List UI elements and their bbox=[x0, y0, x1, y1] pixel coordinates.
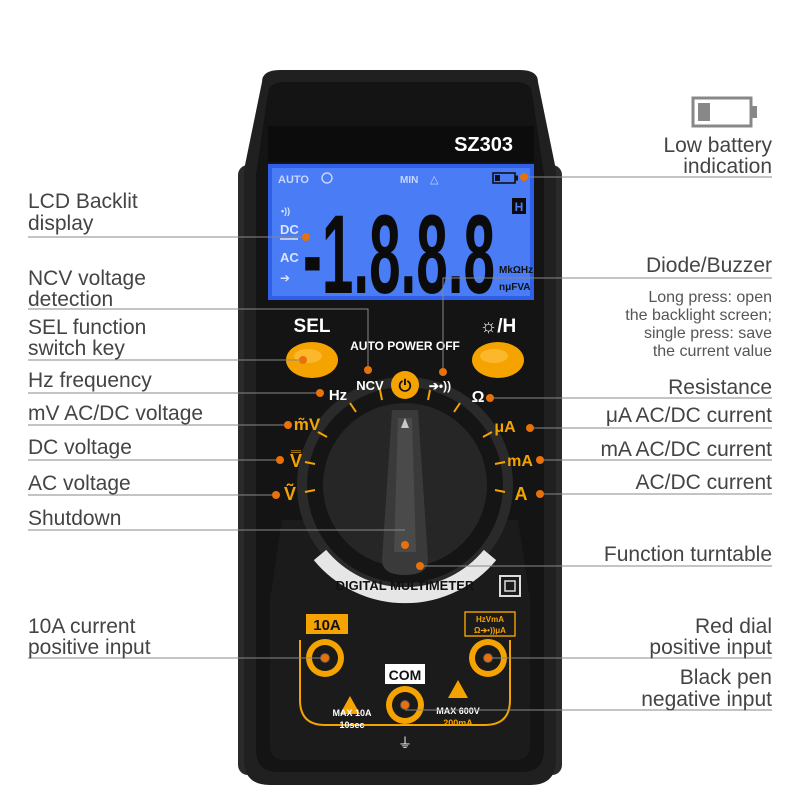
max-600v: MAX 600V bbox=[436, 706, 480, 716]
sel-label: SEL bbox=[294, 316, 331, 337]
lcd-digits: -1.8.8.8 bbox=[303, 192, 495, 317]
timer-icon bbox=[321, 172, 333, 184]
label-ua: μA AC/DC current bbox=[606, 404, 772, 427]
auto-power-off: AUTO POWER OFF bbox=[350, 339, 460, 353]
double-insulation-icon bbox=[499, 575, 521, 597]
dial-ma: mA bbox=[507, 453, 533, 470]
label-sel-2: switch key bbox=[28, 337, 125, 360]
ground-icon: ⏚ bbox=[398, 735, 412, 751]
power-icon bbox=[391, 371, 419, 399]
label-ncv-2: detection bbox=[28, 288, 113, 311]
lcd-units-1: MkΩHz bbox=[499, 265, 533, 276]
lcd-min: MIN bbox=[400, 175, 418, 186]
function-dial[interactable] bbox=[297, 377, 513, 604]
label-dc-v: DC voltage bbox=[28, 436, 132, 459]
dial-mv: m̃V bbox=[294, 415, 321, 434]
lcd-auto: AUTO bbox=[278, 174, 309, 186]
label-diode: Diode/Buzzer bbox=[646, 254, 772, 277]
lcd-screen: AUTO MIN △ •)) DC AC ➔ -1.8.8.8 H MkΩHz … bbox=[268, 164, 534, 317]
label-ncv-1: NCV voltage bbox=[28, 267, 146, 290]
model-bar bbox=[268, 126, 534, 162]
label-sel-1: SEL function bbox=[28, 316, 146, 339]
light-hold-label: ☼/H bbox=[480, 316, 516, 337]
ma-200: 200mA bbox=[443, 718, 473, 728]
label-turntable: Function turntable bbox=[604, 543, 772, 566]
label-mv: mV AC/DC voltage bbox=[28, 402, 203, 425]
label-ac-dc-current: AC/DC current bbox=[635, 471, 772, 494]
dial-v-ac: Ṽ bbox=[284, 483, 296, 504]
dial-ring-text: DIGITAL MULTIMETER bbox=[336, 578, 475, 593]
max-10a: MAX 10A bbox=[332, 708, 372, 718]
label-shutdown: Shutdown bbox=[28, 507, 121, 530]
lcd-ac: AC bbox=[280, 250, 299, 265]
port-10a-label: 10A bbox=[313, 617, 341, 634]
leader-lines bbox=[28, 173, 772, 711]
label-lcd-2: display bbox=[28, 212, 94, 235]
label-ac-v: AC voltage bbox=[28, 472, 131, 495]
dial-ohm: Ω bbox=[472, 389, 485, 406]
label-lcd-1: LCD Backlit bbox=[28, 190, 138, 213]
ten-sec: 10sec bbox=[339, 720, 364, 730]
label-resistance: Resistance bbox=[668, 376, 772, 399]
dial-ua: μA bbox=[494, 419, 516, 436]
low-battery-icon bbox=[691, 96, 757, 128]
dial-ncv: NCV bbox=[356, 378, 384, 393]
label-battery-1: Low battery bbox=[663, 134, 772, 157]
dial-hz: Hz bbox=[329, 387, 347, 404]
lcd-delta: △ bbox=[430, 174, 439, 186]
svg-text:⏻: ⏻ bbox=[399, 378, 412, 395]
lcd-sound: •)) bbox=[281, 206, 290, 216]
port-com-label: COM bbox=[389, 667, 422, 683]
label-hz: Hz frequency bbox=[28, 369, 152, 392]
label-diode-desc-3: single press: save bbox=[644, 325, 772, 342]
lcd-dc: DC bbox=[280, 222, 299, 237]
dial-a: A bbox=[515, 484, 528, 504]
warning-icon-left bbox=[340, 696, 360, 714]
diode-symbol: ➔ bbox=[280, 271, 290, 285]
dial-diode: ➔•)) bbox=[429, 379, 451, 393]
lcd-battery-icon bbox=[492, 172, 518, 184]
label-10a-2: positive input bbox=[28, 636, 151, 659]
label-diode-desc-1: Long press: open bbox=[648, 289, 772, 306]
label-battery-2: indication bbox=[683, 155, 772, 178]
model-name: SZ303 bbox=[454, 134, 513, 156]
lcd-hold: H bbox=[515, 200, 524, 214]
warning-icon-right bbox=[448, 680, 468, 698]
label-ma: mA AC/DC current bbox=[600, 438, 772, 461]
dial-v-dc: V̿ bbox=[290, 450, 302, 471]
label-black-pen-1: Black pen bbox=[680, 666, 772, 689]
label-red-dial-1: Red dial bbox=[695, 615, 772, 638]
port-red-label-bottom: Ω➔•))μA bbox=[474, 626, 506, 635]
port-red-label-top: HzVmA bbox=[476, 615, 504, 624]
label-black-pen-2: negative input bbox=[641, 688, 772, 711]
label-red-dial-2: positive input bbox=[649, 636, 772, 659]
label-10a-1: 10A current bbox=[28, 615, 136, 638]
label-diode-desc-4: the current value bbox=[653, 343, 772, 360]
lcd-units-2: nμFVA bbox=[499, 282, 530, 293]
label-diode-desc-2: the backlight screen; bbox=[625, 307, 772, 324]
